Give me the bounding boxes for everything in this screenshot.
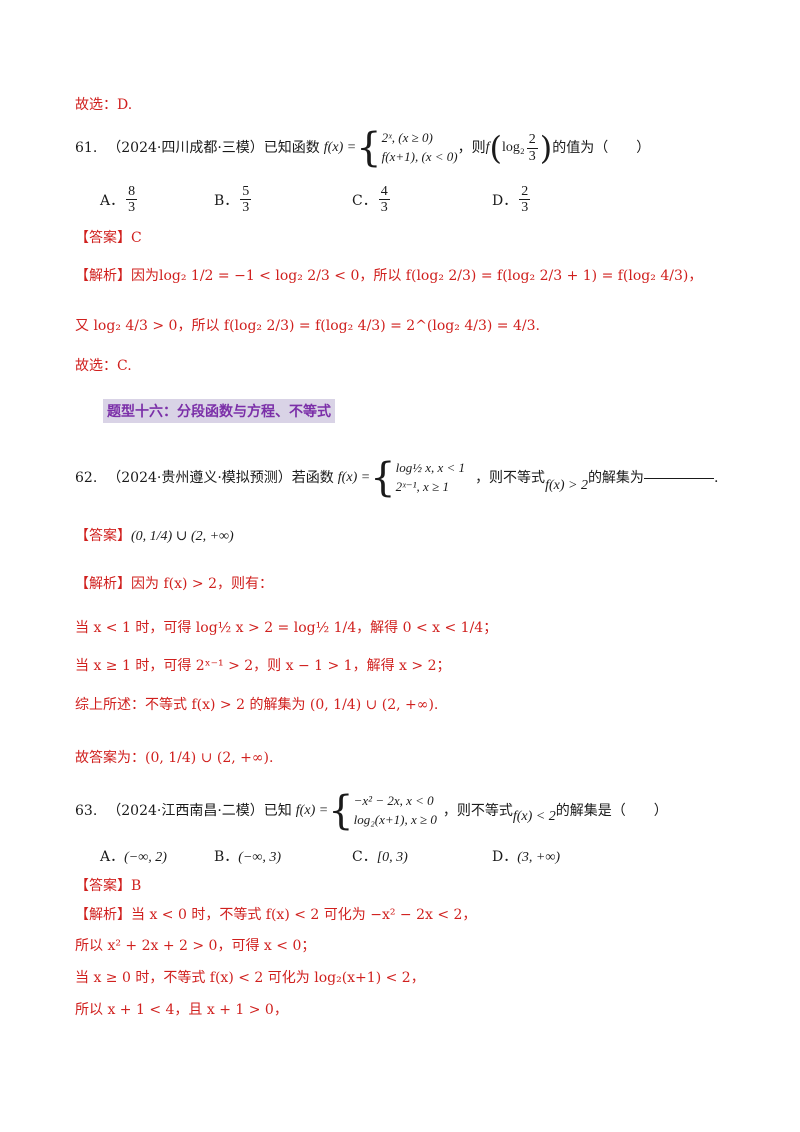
q63-option-c[interactable]: C．[0, 3) xyxy=(352,846,408,866)
q62-solution-3: 综上所述：不等式 f(x) > 2 的解集为 (0, 1/4) ∪ (2, +∞… xyxy=(75,697,439,713)
q63-option-b-label: B． xyxy=(214,849,239,865)
q61-func-def: f(x) = xyxy=(323,139,357,155)
q61-case1: 2ˣ, (x ≥ 0) xyxy=(381,130,433,146)
q61-tail: 的值为（ ） xyxy=(552,139,651,156)
q63-option-a-value: (−∞, 2) xyxy=(124,850,167,865)
q62-case1: log½ x, x < 1 xyxy=(395,460,466,476)
q63-option-a-label: A． xyxy=(100,849,125,865)
q61-option-c-num: 4 xyxy=(378,184,390,201)
q62-tail: 的解集为 xyxy=(587,469,644,486)
q61-number: 61. xyxy=(75,139,98,156)
q63-option-d-value: (3, +∞) xyxy=(517,850,560,865)
q62-answer: 【答案】(0, 1/4) ∪ (2, +∞) xyxy=(75,528,740,546)
q62-solution-tag: 【解析】 xyxy=(75,576,131,592)
q61-option-c-den: 3 xyxy=(380,200,388,216)
q62-stem: 62. （2024·贵州遵义·模拟预测）若函数 f(x) = { log½ x,… xyxy=(75,455,740,501)
q61-log: log₂ xyxy=(502,139,525,155)
q62-mid: ，则不等式 xyxy=(475,469,546,486)
q61-frac-num: 2 xyxy=(526,132,538,149)
q63-tail: 的解集是（ ） xyxy=(555,802,668,819)
q62-end: . xyxy=(713,469,719,486)
q63-mid: ，则不等式 xyxy=(442,802,513,819)
q61-case2: f(x+1), (x < 0) xyxy=(381,149,458,164)
prev-conclusion: 故选：D. xyxy=(75,97,133,113)
q61-option-b-num: 5 xyxy=(240,184,252,201)
q62-answer-tag: 【答案】 xyxy=(75,528,131,544)
q61-expr-f: f xyxy=(485,139,490,155)
q61-frac: 2 3 xyxy=(526,132,538,164)
q63-answer: 【答案】B xyxy=(75,878,142,894)
q63-solution-1: 【解析】当 x < 0 时，不等式 f(x) < 2 可化为 −x² − 2x … xyxy=(75,907,740,924)
q62-solution-text-0: 因为 f(x) > 2，则有： xyxy=(131,576,273,592)
q62-brace: { xyxy=(370,455,396,501)
q61-option-c-label: C． xyxy=(352,192,377,209)
q63-option-c-label: C． xyxy=(352,849,377,865)
q63-case1: −x² − 2x, x < 0 xyxy=(353,793,434,809)
q63-option-b[interactable]: B．(−∞, 3) xyxy=(214,846,281,866)
q61-solution-text-1: 因为log₂ 1/2 = −1 < log₂ 2/3 < 0，所以 f(log₂… xyxy=(131,268,703,284)
q61-option-a-den: 3 xyxy=(128,200,136,216)
q63-number: 63. xyxy=(75,802,98,819)
q63-option-b-value: (−∞, 3) xyxy=(238,850,282,865)
q63-solution-3: 当 x ≥ 0 时，不等式 f(x) < 2 可化为 log₂(x+1) < 2… xyxy=(75,970,425,986)
q62-solution-0: 【解析】因为 f(x) > 2，则有： xyxy=(75,576,740,593)
q61-answer: 【答案】C xyxy=(75,230,142,246)
q63-solution-2: 所以 x² + 2x + 2 > 0，可得 x < 0； xyxy=(75,938,316,954)
q61-paren-close: ) xyxy=(539,128,553,167)
q61-option-b-label: B． xyxy=(214,192,239,209)
q61-conclusion: 故选：C. xyxy=(75,358,132,374)
q62-solution-2: 当 x ≥ 1 时，可得 2ˣ⁻¹ > 2，则 x − 1 > 1，解得 x >… xyxy=(75,658,451,674)
q61-option-d-den: 3 xyxy=(521,200,529,216)
q62-solution-1: 当 x < 1 时，可得 log½ x > 2 = log½ 1/4，解得 0 … xyxy=(75,620,498,636)
q61-cases: 2ˣ, (x ≥ 0) f(x+1), (x < 0) xyxy=(382,129,458,167)
q61-solution-2: 又 log₂ 4/3 > 0，所以 f(log₂ 2/3) = f(log₂ 4… xyxy=(75,318,540,334)
q61-solution-tag: 【解析】 xyxy=(75,268,131,284)
q63-option-d-label: D． xyxy=(492,849,518,865)
q63-cases: −x² − 2x, x < 0 log₂(x+1), x ≥ 0 xyxy=(354,792,437,830)
q62-cases: log½ x, x < 1 2ˣ⁻¹, x ≥ 1 xyxy=(396,459,465,497)
q61-paren-open: ( xyxy=(489,128,503,167)
q61-brace: { xyxy=(356,125,382,171)
q63-option-a[interactable]: A．(−∞, 2) xyxy=(100,846,167,866)
q61-mid: ，则 xyxy=(457,139,486,156)
q63-solution-4: 所以 x + 1 < 4，且 x + 1 > 0， xyxy=(75,1002,288,1018)
q62-source: （2024·贵州遵义·模拟预测）若函数 xyxy=(107,469,334,486)
q61-solution-1: 【解析】因为log₂ 1/2 = −1 < log₂ 2/3 < 0，所以 f(… xyxy=(75,268,740,285)
q61-option-a-label: A． xyxy=(100,192,125,209)
q63-solution-text-1: 当 x < 0 时，不等式 f(x) < 2 可化为 −x² − 2x < 2， xyxy=(131,907,477,923)
q62-answer-blank[interactable] xyxy=(643,477,714,479)
q62-case2: 2ˣ⁻¹, x ≥ 1 xyxy=(395,479,449,494)
q63-option-d[interactable]: D．(3, +∞) xyxy=(492,846,560,866)
q62-inequality: f(x) > 2 xyxy=(545,477,588,493)
q61-frac-den: 3 xyxy=(528,148,536,164)
q63-option-c-value: [0, 3) xyxy=(376,850,408,865)
q61-option-b-den: 3 xyxy=(242,200,250,216)
q62-number: 62. xyxy=(75,469,98,486)
q61-source: （2024·四川成都·三模）已知函数 xyxy=(107,139,320,156)
q63-case2: log₂(x+1), x ≥ 0 xyxy=(353,812,437,827)
q63-solution-tag: 【解析】 xyxy=(75,907,131,923)
q63-brace: { xyxy=(328,788,354,834)
section-title: 题型十六：分段函数与方程、不等式 xyxy=(103,399,335,423)
q61-option-d-label: D． xyxy=(492,192,518,209)
q61-option-d-num: 2 xyxy=(519,184,531,201)
q63-source: （2024·江西南昌·二模）已知 xyxy=(107,802,292,819)
q62-solution-4: 故答案为：(0, 1/4) ∪ (2, +∞). xyxy=(75,750,274,766)
q61-stem: 61. （2024·四川成都·三模）已知函数 f(x) = { 2ˣ, (x ≥… xyxy=(75,125,740,171)
q62-func-def: f(x) = xyxy=(337,469,371,485)
q63-stem: 63. （2024·江西南昌·二模）已知 f(x) = { −x² − 2x, … xyxy=(75,788,740,834)
q63-func-def: f(x) = xyxy=(295,802,329,818)
q62-answer-value: (0, 1/4) ∪ (2, +∞) xyxy=(131,529,234,544)
q61-option-a-num: 8 xyxy=(126,184,138,201)
q63-inequality: f(x) < 2 xyxy=(512,808,556,824)
